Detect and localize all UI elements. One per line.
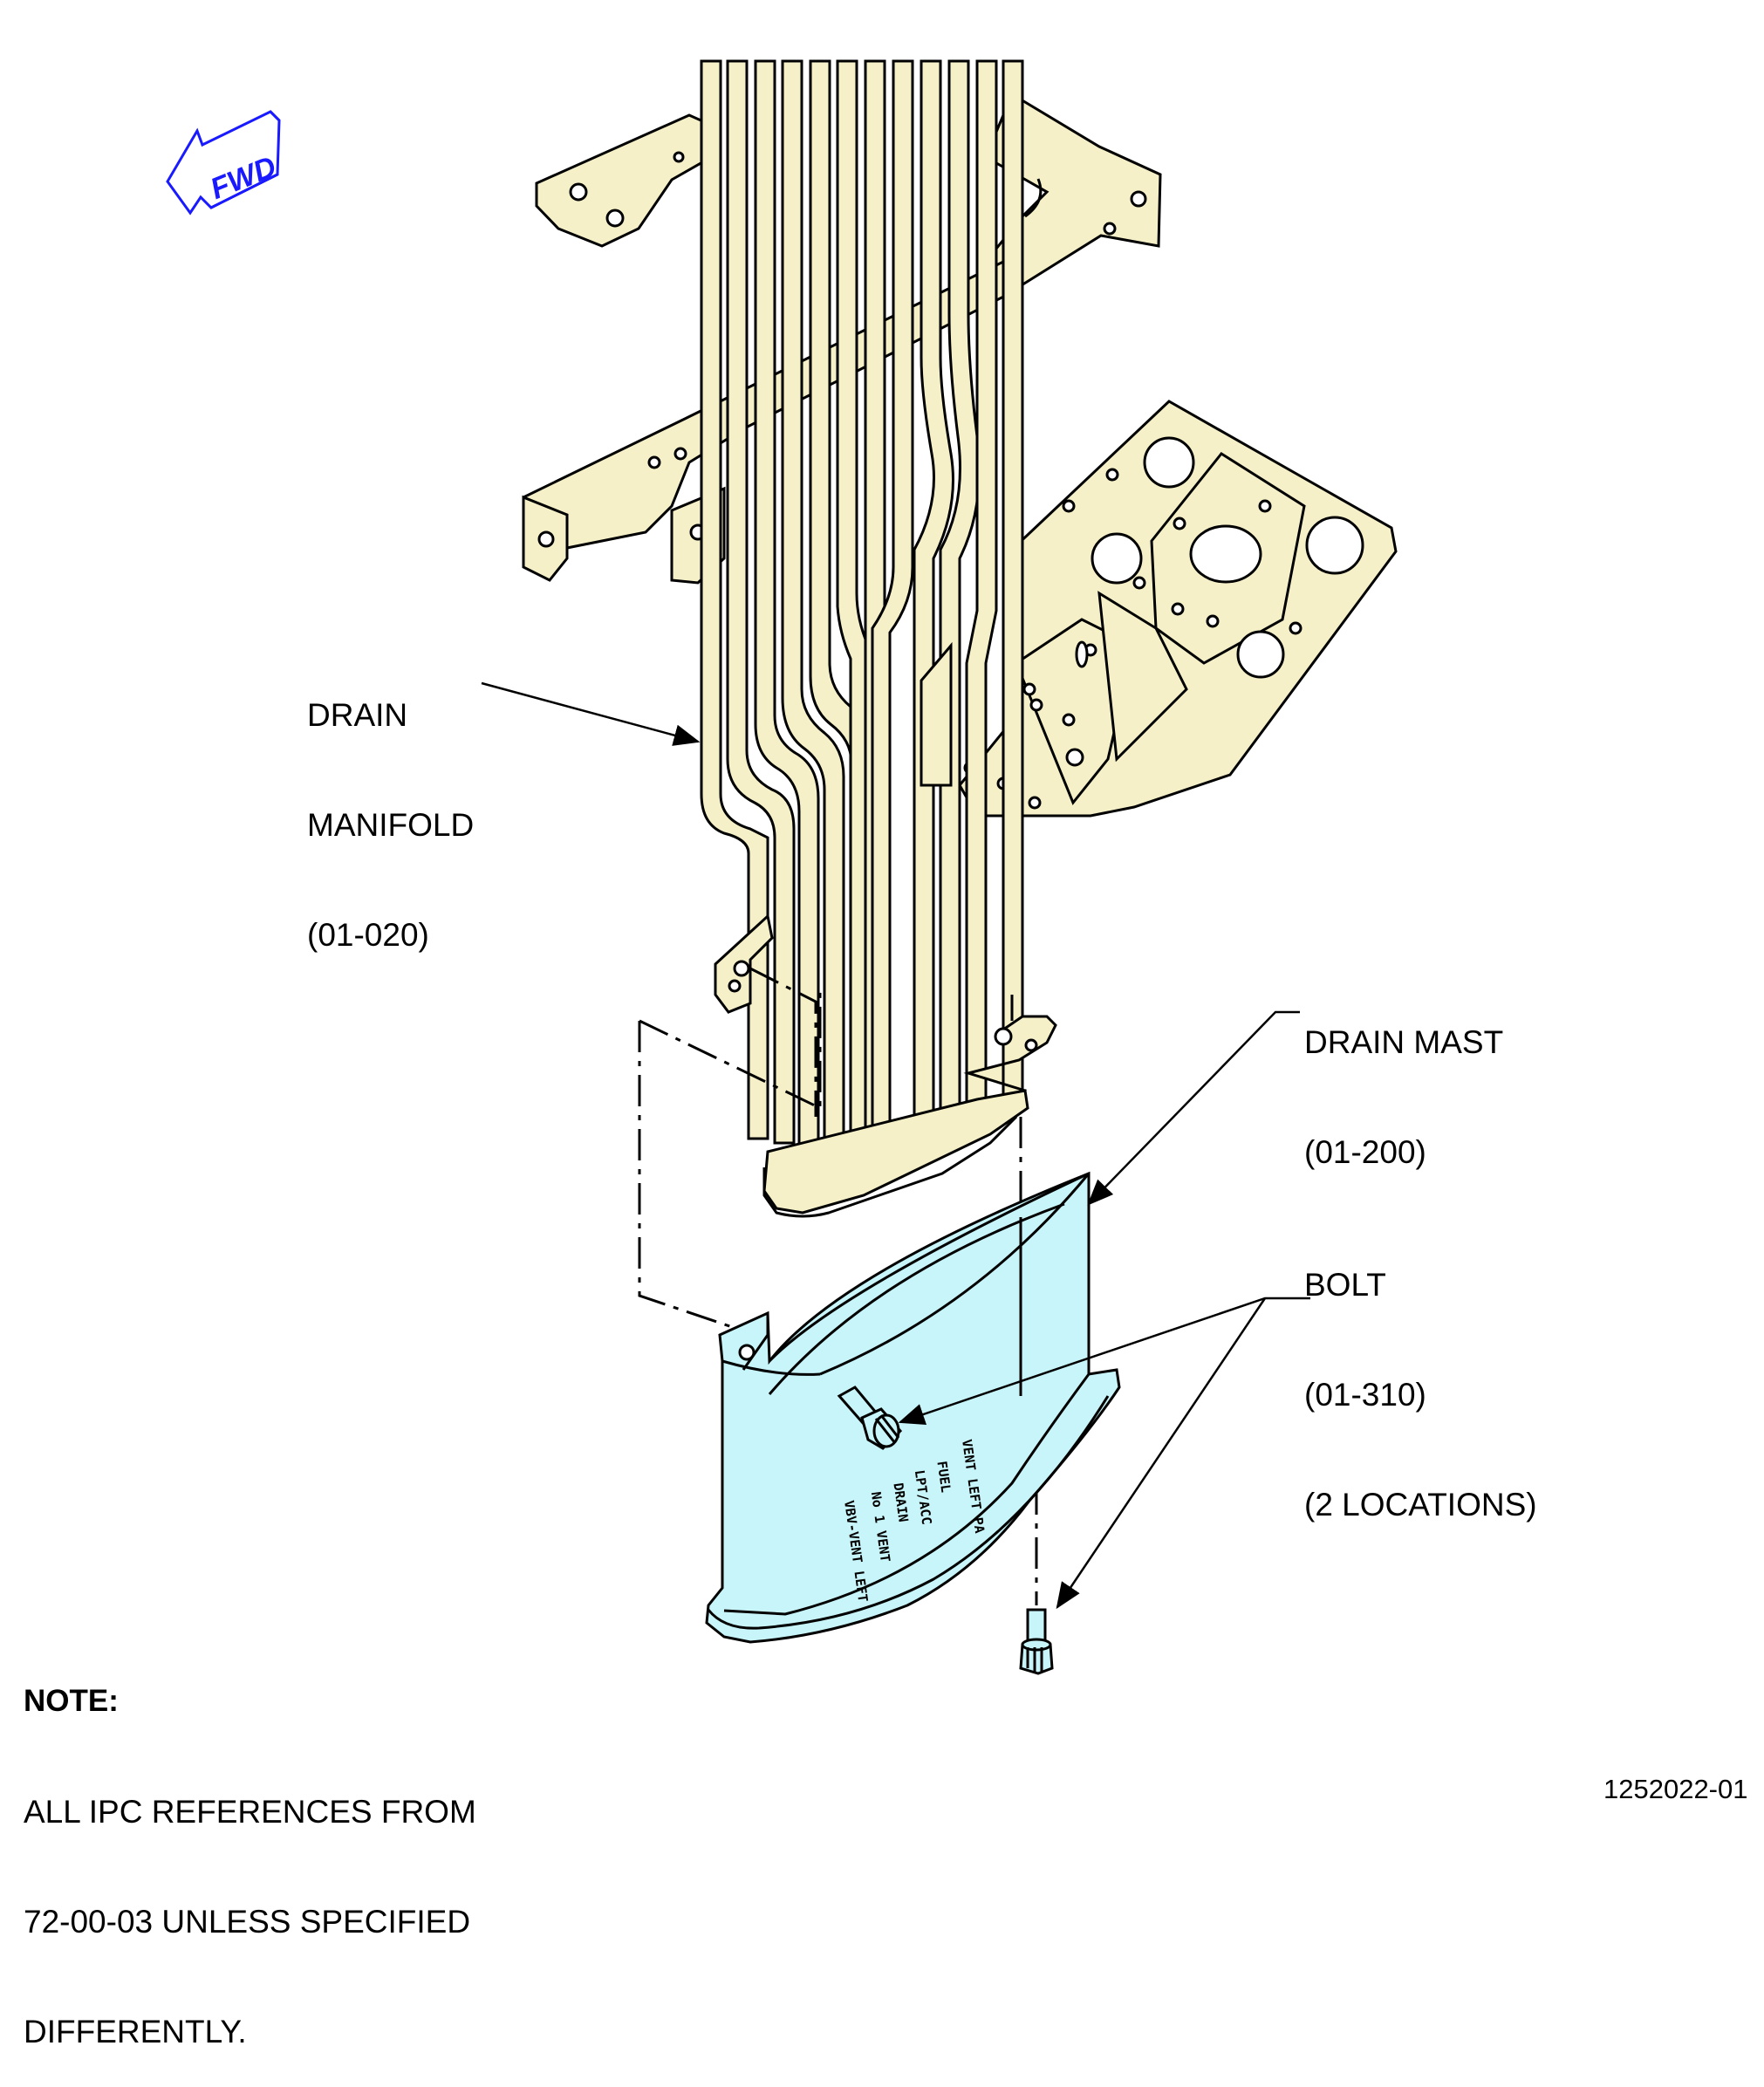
leader-lines xyxy=(481,681,1310,1610)
bolt-upper xyxy=(837,1386,903,1450)
drain-manifold-label-line2: MANIFOLD xyxy=(307,807,475,843)
drain-manifold-tubes xyxy=(700,59,1024,1162)
note-line-1: ALL IPC REFERENCES FROM xyxy=(24,1794,476,1830)
upper-mounting-bracket xyxy=(535,92,1162,299)
drain-mast: VENT LEFT PA FUEL LPT/ACC DRAIN No 1 VEN… xyxy=(705,1171,1121,1644)
drain-mast-part-number: (01-200) xyxy=(1304,1134,1426,1170)
bolt-part-number: (01-310) xyxy=(1304,1377,1426,1413)
fwd-arrow-icon: FWD xyxy=(166,110,281,216)
note-line-2: 72-00-03 UNLESS SPECIFIED xyxy=(24,1904,471,1940)
bolt-leader-lower xyxy=(1056,1297,1267,1610)
drain-manifold-label-line1: DRAIN xyxy=(307,697,408,733)
note-line-3: DIFFERENTLY. xyxy=(24,2014,247,2049)
bolt-locations: (2 LOCATIONS) xyxy=(1304,1487,1537,1522)
drain-mast-label: DRAIN MAST xyxy=(1304,1024,1504,1060)
figure-number: 1252022-01 xyxy=(1603,1774,1748,1804)
bolt-label: BOLT xyxy=(1304,1267,1386,1303)
note-heading: NOTE: xyxy=(24,1684,119,1718)
bolt-callout: BOLT (01-310) (2 LOCATIONS) xyxy=(1304,1194,1537,1560)
manifold-collector-base xyxy=(714,913,1057,1218)
bolt-lower xyxy=(1019,1608,1054,1675)
drain-manifold-leader xyxy=(481,681,701,746)
drain-mast-callout: DRAIN MAST (01-200) xyxy=(1304,951,1503,1208)
stencil-text-2: FUEL xyxy=(933,1460,954,1493)
drain-manifold-part-number: (01-020) xyxy=(307,917,429,953)
drain-mast-leader xyxy=(1087,1010,1300,1206)
drain-manifold-callout: DRAIN MANIFOLD (01-020) xyxy=(307,624,474,990)
exploded-view-illustration: FWD xyxy=(166,59,1398,1675)
side-support-plate xyxy=(958,400,1398,818)
note-body: ALL IPC REFERENCES FROM 72-00-03 UNLESS … xyxy=(24,1721,476,2087)
